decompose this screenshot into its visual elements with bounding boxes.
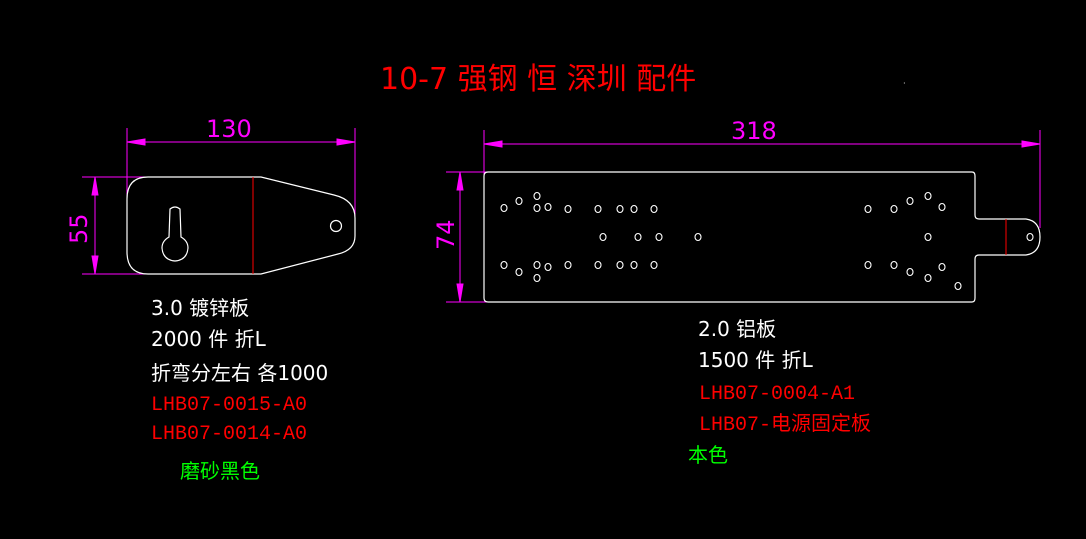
right-part-outline	[483, 171, 1041, 303]
hole	[890, 260, 898, 270]
hole	[634, 232, 642, 242]
hole	[599, 232, 607, 242]
left-part-outline	[126, 176, 356, 275]
hole	[616, 260, 624, 270]
hole	[533, 191, 541, 201]
left-part-drawing	[82, 128, 356, 275]
mount-hole	[329, 219, 343, 233]
left-note-bend: 折弯分左右 各1000	[151, 361, 328, 385]
hole	[544, 262, 552, 272]
left-note-quantity: 2000 件 折L	[151, 327, 267, 351]
hole	[616, 204, 624, 214]
hole	[924, 273, 932, 283]
left-note-material: 3.0 镀锌板	[151, 296, 249, 320]
right-dim-height: 74	[432, 219, 460, 250]
right-finish: 本色	[688, 443, 728, 467]
hole	[890, 204, 898, 214]
hole	[938, 202, 946, 212]
right-dimensions	[446, 130, 1041, 303]
right-note-quantity: 1500 件 折L	[698, 348, 814, 372]
right-part-number-2: LHB07-电源固定板	[699, 412, 871, 437]
hole	[630, 204, 638, 214]
hole	[533, 273, 541, 283]
left-dimensions	[82, 128, 356, 275]
hole	[650, 260, 658, 270]
hole	[655, 232, 663, 242]
left-finish: 磨砂黑色	[180, 459, 260, 483]
hole	[500, 260, 508, 270]
hole	[533, 203, 541, 213]
right-note-material: 2.0 铝板	[698, 317, 776, 341]
hole	[515, 196, 523, 206]
hole	[650, 204, 658, 214]
hole	[564, 204, 572, 214]
hole	[924, 232, 932, 242]
hole	[544, 202, 552, 212]
hole	[500, 203, 508, 213]
hole	[906, 267, 914, 277]
hole-pattern	[500, 191, 1034, 291]
hole	[1026, 232, 1034, 242]
left-dim-width: 130	[206, 115, 252, 143]
left-part-number-2: LHB07-0014-A0	[151, 423, 307, 446]
hole	[906, 196, 914, 206]
cursor-mark: ·	[903, 79, 906, 88]
right-dim-width: 318	[731, 117, 777, 145]
right-part-number-1: LHB07-0004-A1	[699, 383, 855, 406]
hole	[515, 267, 523, 277]
drawing-title: 10-7 强钢 恒 深圳 配件	[380, 62, 696, 97]
hole	[938, 262, 946, 272]
left-dim-height: 55	[65, 213, 93, 244]
right-part-drawing	[446, 130, 1041, 303]
hole	[954, 281, 962, 291]
hole	[533, 260, 541, 270]
left-part-number-1: LHB07-0015-A0	[151, 394, 307, 417]
hole	[924, 191, 932, 201]
hole	[594, 260, 602, 270]
hole	[630, 260, 638, 270]
hole	[564, 260, 572, 270]
hole	[694, 232, 702, 242]
hole	[864, 260, 872, 270]
hole	[864, 204, 872, 214]
keyhole-slot	[161, 206, 189, 262]
hole	[594, 204, 602, 214]
